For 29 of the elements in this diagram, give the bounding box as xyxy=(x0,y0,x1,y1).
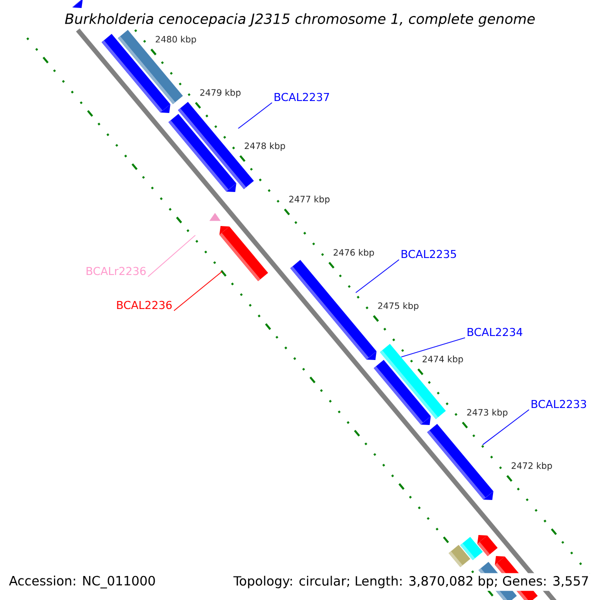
gene-glyph xyxy=(219,226,268,282)
genome-info-text: Topology: circular; Length: 3,870,082 bp; Genes: 3,557 xyxy=(230,573,592,591)
accession-text: Accession: NC_011000 xyxy=(6,572,158,592)
leader-line xyxy=(238,102,272,129)
scale-label: 2477 kbp xyxy=(289,196,330,204)
gene-label: BCALr2236 xyxy=(86,266,146,276)
gene-label: BCAL2235 xyxy=(402,250,456,258)
gene-label: BCAL2237 xyxy=(274,92,329,102)
scale-label: 2473 kbp xyxy=(467,408,508,418)
title: Burkholderia cenocepacia J2315 chromosome 1, complete genome xyxy=(65,13,535,27)
gene-glyph xyxy=(209,212,221,221)
gene-label: BCAL2236 xyxy=(117,300,172,310)
leader-line xyxy=(174,271,222,312)
scale-label: 2478 kbp xyxy=(244,142,286,151)
scale-label: 2479 kbp xyxy=(200,89,241,98)
leader-line xyxy=(148,234,196,278)
leader-line xyxy=(355,259,400,294)
gene-glyph xyxy=(427,424,494,500)
gene-glyph xyxy=(168,114,236,192)
leader-line xyxy=(400,337,466,358)
leader-line xyxy=(482,409,530,446)
scale-label: 2472 kbp xyxy=(512,462,552,471)
gene-label: BCAL2234 xyxy=(468,328,522,336)
scale-label: 2474 kbp xyxy=(422,356,463,364)
gene-glyph xyxy=(448,544,470,568)
gene-glyph xyxy=(72,0,83,8)
gene-label: BCAL2233 xyxy=(532,400,586,408)
gene-glyph xyxy=(290,260,377,360)
scale-label: 2480 kbp xyxy=(156,36,196,44)
